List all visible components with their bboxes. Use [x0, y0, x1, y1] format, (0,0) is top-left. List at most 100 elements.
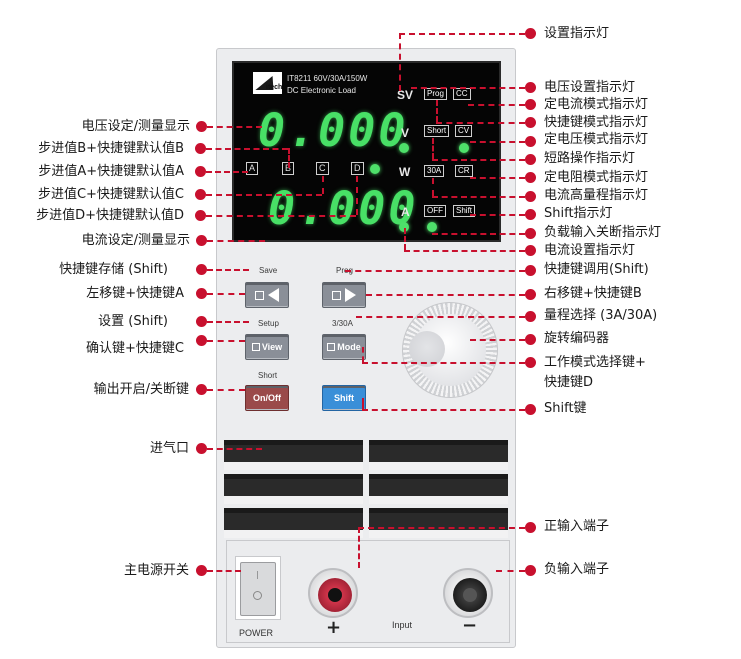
current-readout: 0.000 [268, 182, 419, 235]
negative-terminal-hole [463, 588, 477, 602]
air-vent [369, 474, 508, 504]
callout-voltage-display: 电压设定/测量显示 [81, 119, 190, 134]
leader-line [496, 570, 525, 572]
callout-dot [195, 210, 206, 221]
off-indicator: OFF [424, 205, 446, 217]
shift-button[interactable]: Shift [322, 385, 366, 411]
leader-line [470, 214, 525, 216]
power-switch[interactable] [240, 562, 276, 616]
callout-dot [196, 235, 207, 246]
callout-dot [525, 334, 536, 345]
air-vent [369, 508, 508, 538]
unit-v: V [401, 126, 410, 140]
leader-line [432, 159, 525, 161]
minus-sign: − [462, 615, 478, 636]
callout-dot [525, 172, 536, 183]
callout-save-shift: 快捷键存储 (Shift) [59, 262, 168, 277]
unit-a: A [401, 205, 410, 219]
leader-line [404, 250, 525, 252]
prog-label: Prog [336, 266, 353, 275]
callout-dot [525, 228, 536, 239]
voltage-set-led [399, 143, 409, 153]
leader-line [207, 126, 262, 128]
callout-dot [196, 316, 207, 327]
switch-on-mark: | [256, 570, 259, 579]
callout-step-b: 步进值B+快捷键默认值B [38, 141, 184, 156]
brand-logo [253, 72, 282, 94]
callout-dot [525, 289, 536, 300]
leader-line [288, 148, 290, 168]
range-30a-indicator: 30A [424, 165, 445, 177]
callout-output-onoff: 输出开启/关断键 [93, 382, 189, 397]
leader-line [322, 176, 324, 194]
callout-current-set-indicator: 电流设置指示灯 [544, 243, 636, 258]
callout-dot [196, 264, 207, 275]
callout-cv-indicator: 定电压模式指示灯 [544, 132, 649, 147]
short-indicator: Short [424, 125, 450, 137]
callout-right-key: 右移键+快捷键B [544, 286, 642, 301]
switch-off-mark [253, 591, 262, 600]
callout-dot [196, 121, 207, 132]
leader-line [356, 316, 525, 318]
leader-line [432, 233, 525, 235]
positive-terminal-hole [328, 588, 342, 602]
callout-cc-mode-indicator: 定电流模式指示灯 [544, 97, 649, 112]
callout-left-key: 左移键+快捷键A [86, 286, 184, 301]
input-label: Input [392, 620, 413, 630]
leader-line [207, 293, 245, 295]
callout-air-inlet: 进气口 [149, 441, 189, 456]
leader-line [207, 240, 265, 242]
leader-line [470, 177, 525, 179]
callout-shift-key: Shift键 [544, 401, 587, 416]
view-button[interactable]: View [245, 334, 289, 360]
step-a-indicator: A [246, 162, 259, 175]
power-label: POWER [239, 628, 274, 638]
callout-prog-shift: 快捷键调用(Shift) [544, 262, 649, 277]
mode-button[interactable]: Mode [322, 334, 366, 360]
callout-voltage-set-indicator: 电压设置指示灯 [544, 80, 636, 95]
leader-line [436, 100, 438, 122]
leader-line [356, 176, 358, 215]
callout-shift-indicator: Shift指示灯 [544, 206, 613, 221]
right-arrow-button[interactable] [322, 282, 366, 308]
callout-dot [196, 565, 207, 576]
leader-line [468, 104, 525, 106]
plus-sign: + [326, 617, 342, 638]
callout-dot [525, 136, 536, 147]
cc-indicator: CC [453, 88, 471, 100]
callout-step-c: 步进值C+快捷键默认值C [37, 187, 184, 202]
cr-indicator: CR [455, 165, 473, 177]
left-arrow-icon [268, 288, 279, 302]
step-c-indicator: C [316, 162, 329, 175]
leader-line [432, 138, 434, 159]
leader-line [206, 171, 248, 173]
callout-dot [196, 288, 207, 299]
callout-dot [525, 522, 536, 533]
callout-dot [196, 443, 207, 454]
callout-dot [525, 357, 536, 368]
mode-button-label: Mode [337, 342, 361, 352]
leader-line [207, 448, 262, 450]
callout-dot [525, 117, 536, 128]
on-off-button[interactable]: On/Off [245, 385, 289, 411]
model-label: IT8211 60V/30A/150W [287, 74, 368, 83]
step-d-indicator: D [351, 162, 364, 175]
callout-setup-shift: 设置 (Shift) [98, 314, 168, 329]
callout-main-power: 主电源开关 [123, 563, 189, 578]
callout-dot [525, 245, 536, 256]
leader-line [207, 340, 245, 342]
leader-line [470, 339, 525, 341]
leader-line [345, 270, 525, 272]
callout-dot [525, 99, 536, 110]
leader-line [432, 178, 434, 196]
air-vent [224, 440, 363, 470]
callout-dot [195, 189, 206, 200]
leader-line [411, 87, 525, 89]
logo-text: itech [266, 84, 283, 91]
setup-label: Setup [258, 319, 279, 328]
callout-step-d: 步进值D+快捷键默认值D [36, 208, 184, 223]
left-arrow-button[interactable] [245, 282, 289, 308]
leader-line [436, 122, 525, 124]
leader-line [362, 409, 525, 411]
view-button-label: View [261, 342, 283, 352]
